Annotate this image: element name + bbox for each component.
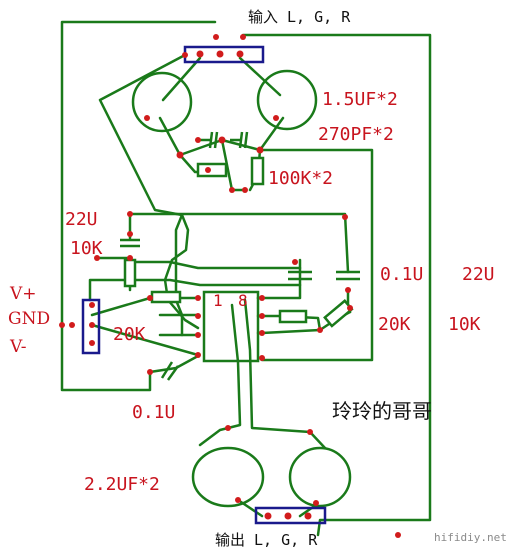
trace-header-capR (238, 56, 282, 97)
trace-left-ic-pins (158, 313, 200, 337)
label-cap-small: 270PF*2 (318, 124, 394, 145)
trace-20k-right (260, 314, 322, 335)
label-cap-22u-right: 22U (462, 264, 495, 285)
cap-01u-mid (288, 270, 312, 281)
trace-bottom-loop (60, 323, 152, 392)
trace-outer-left (60, 20, 217, 327)
solder-pads (59, 34, 401, 538)
ic-pin1-label: 1 (213, 291, 223, 310)
small-caps (120, 131, 360, 381)
resistors (123, 156, 354, 328)
res-20k-right (278, 309, 308, 324)
ic-body (202, 290, 260, 363)
trace-ic-out-left (198, 303, 242, 447)
label-cap-01u-bottom: 0.1U (132, 402, 175, 423)
electrolytic-caps (131, 69, 352, 508)
label-cap-22u-left: 22U (65, 209, 98, 230)
label-cap-output: 2.2UF*2 (84, 474, 160, 495)
input-cap-left (131, 71, 193, 133)
cap-22u-left (120, 238, 140, 248)
trace-10k-lower (88, 278, 302, 302)
label-res-10k-left: 10K (70, 238, 103, 259)
output-cap-left (191, 446, 265, 508)
input-cap-right (256, 69, 318, 131)
res-20k-left (150, 290, 182, 304)
trace-ic-out-right (243, 298, 327, 450)
res-10k-right (323, 299, 354, 328)
label-res-20k-right: 20K (378, 314, 411, 335)
power-header (81, 298, 101, 355)
cap-01u-bottom (160, 361, 180, 381)
trace-capR-down (258, 116, 285, 152)
label-res-20k-left: 20K (113, 324, 146, 345)
trace-22u-rail (128, 212, 350, 274)
label-author: 玲玲的哥哥 (332, 399, 432, 423)
label-power-vplus: V+ (9, 284, 37, 304)
label-res-100k: 100K*2 (268, 168, 333, 189)
label-power-vminus: V- (9, 337, 26, 357)
label-cap-input: 1.5UF*2 (322, 89, 398, 110)
res-100k-left (196, 162, 228, 178)
output-header (254, 506, 327, 525)
trace-mid-right-down (258, 148, 374, 362)
cap-22u-right (336, 270, 360, 281)
label-input: 输入 L, G, R (248, 8, 351, 26)
trace-left-header (90, 296, 152, 317)
label-power-gnd: GND (8, 309, 50, 329)
label-res-10k-right: 10K (448, 314, 481, 335)
ic-pin8-label: 8 (238, 291, 248, 310)
output-cap-right (288, 446, 352, 508)
res-10k-pot (123, 258, 137, 288)
trace-10k-right (128, 260, 302, 270)
cap-270pf-right (230, 131, 249, 149)
headers (81, 45, 327, 525)
label-cap-01u-right: 0.1U (380, 264, 423, 285)
trace-capL-down (158, 116, 182, 157)
trace-input-left (98, 53, 187, 217)
watermark: hifidiy.net (434, 531, 507, 544)
trace-gnd-to-ic (90, 323, 200, 357)
trace-outer-right (241, 33, 432, 537)
res-100k-right (250, 156, 265, 186)
ic-8pin: 1 8 (202, 290, 260, 363)
trace-center-vert2 (163, 213, 200, 330)
label-output: 输出 L, G, R (215, 531, 318, 549)
